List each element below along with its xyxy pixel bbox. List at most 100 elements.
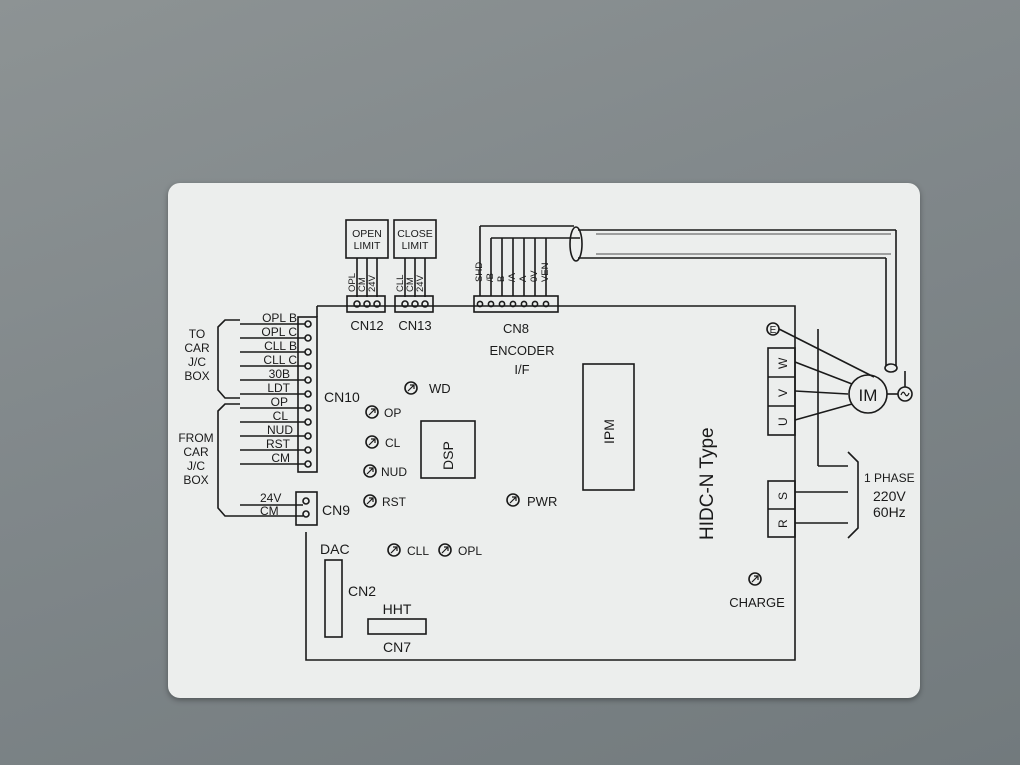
motor-label: IM: [859, 386, 878, 405]
cn8-desc-2: I/F: [514, 362, 529, 377]
cn2-label: CN2: [348, 583, 376, 599]
terminal-e-label: E: [770, 325, 777, 336]
close-limit-label-1: CLOSE: [397, 228, 433, 240]
cn8-pin-shd: SHD: [474, 262, 485, 282]
cn8-pin-a: A: [518, 275, 529, 282]
cn9-pin-24v: 24V: [260, 491, 281, 505]
board-outline: [305, 305, 796, 661]
cn10-pin-oplc: OPL C: [261, 325, 297, 339]
board-type-label: HIDC-N Type: [697, 427, 718, 540]
led-pwr: PWR: [506, 493, 557, 509]
led-cll-label: CLL: [407, 544, 429, 558]
close-limit-label-2: LIMIT: [402, 240, 429, 252]
open-limit-label-1: OPEN: [352, 228, 382, 240]
to-car-line-3: J/C: [188, 355, 206, 369]
from-car-line-1: FROM: [178, 431, 213, 445]
terminal-u-label: U: [776, 417, 790, 426]
terminal-s-label: S: [776, 492, 790, 500]
close-pin-cm: CM: [405, 277, 416, 292]
to-car-line-4: BOX: [184, 369, 209, 383]
ipm-label: IPM: [601, 419, 617, 444]
led-cll: CLL: [387, 543, 429, 558]
to-car-group: TO CAR J/C BOX: [184, 319, 240, 399]
open-limit-label-2: LIMIT: [354, 240, 381, 252]
cn10-pin-ldt: LDT: [267, 381, 290, 395]
led-wd: WD: [404, 381, 451, 396]
led-wd-label: WD: [429, 381, 451, 396]
led-op: OP: [365, 405, 401, 420]
cn9-pin-cm: CM: [260, 504, 279, 518]
cn10-pin-oplb: OPL B: [262, 311, 297, 325]
led-op-label: OP: [384, 406, 401, 420]
cn10-pin-cm: CM: [271, 451, 290, 465]
induction-motor: IM: [848, 371, 913, 414]
dsp-label: DSP: [440, 441, 456, 470]
led-opl: OPL: [438, 543, 482, 558]
power-frequency-label: 60Hz: [873, 504, 906, 520]
cn8-pin-na: /A: [507, 272, 518, 282]
cn8-label: CN8: [503, 321, 529, 336]
led-rst: RST: [363, 494, 407, 509]
from-car-line-4: BOX: [183, 473, 208, 487]
dac-label: DAC: [320, 541, 350, 557]
close-pin-cll: CLL: [395, 275, 406, 292]
led-opl-label: OPL: [458, 544, 482, 558]
terminal-r-label: R: [776, 519, 790, 528]
cn10-label: CN10: [324, 389, 360, 405]
close-pin-24v: 24V: [415, 274, 426, 292]
cn8-connector: SHD /B B /A A 0V VEN CN8 ENCODER I/F: [473, 226, 559, 377]
cn9-label: CN9: [322, 502, 350, 518]
cn10-pin-nud: NUD: [267, 423, 293, 437]
power-voltage-label: 220V: [873, 488, 906, 504]
cn8-pin-ven: VEN: [540, 262, 551, 282]
cn12-connector: CN12: [346, 295, 386, 333]
hht-label: HHT: [383, 601, 412, 617]
led-nud-label: NUD: [381, 465, 407, 479]
led-charge: CHARGE: [729, 572, 785, 610]
from-car-line-2: CAR: [183, 445, 209, 459]
cn7-label: CN7: [383, 639, 411, 655]
cn10-pin-cl: CL: [273, 409, 289, 423]
encoder-cable: [480, 225, 898, 373]
cn13-label: CN13: [398, 318, 431, 333]
from-car-group: FROM CAR J/C BOX: [178, 403, 240, 517]
open-pin-cm: CM: [357, 277, 368, 292]
led-cl-label: CL: [385, 436, 401, 450]
from-car-line-3: J/C: [187, 459, 205, 473]
hht-connector: HHT CN7: [367, 601, 427, 655]
close-limit-switch: CLOSE LIMIT CLL CM 24V: [393, 219, 437, 297]
terminal-v-label: V: [776, 389, 790, 397]
to-car-line-2: CAR: [184, 341, 210, 355]
dac-connector: DAC CN2: [320, 541, 376, 638]
cn8-pin-b: B: [496, 276, 507, 282]
cn10-pin-30b: 30B: [269, 367, 290, 381]
cn10-pin-cllc: CLL C: [263, 353, 297, 367]
led-cl: CL: [365, 435, 401, 450]
open-limit-switch: OPEN LIMIT OPL CM 24V: [345, 219, 389, 297]
cn10-pin-rst: RST: [266, 437, 291, 451]
power-phase-label: 1 PHASE: [864, 471, 915, 485]
cn8-pin-0v: 0V: [529, 270, 540, 282]
cn9-connector: 24V CM CN9: [240, 491, 350, 526]
open-pin-opl: OPL: [347, 273, 358, 292]
motor-terminals: E W V U: [766, 322, 875, 436]
terminal-w-label: W: [776, 357, 790, 369]
cn10-connector: OPL B OPL C CLL B CLL C 30B LDT OP CL NU…: [240, 311, 360, 473]
cn10-pin-op: OP: [271, 395, 288, 409]
power-terminals: S R 1 PHASE 220V 60Hz: [767, 329, 915, 539]
cn10-pin-cllb: CLL B: [264, 339, 297, 353]
led-rst-label: RST: [382, 495, 407, 509]
cn8-desc-1: ENCODER: [489, 343, 554, 358]
cn8-pin-nb: /B: [485, 273, 496, 282]
cn12-label: CN12: [350, 318, 383, 333]
led-charge-label: CHARGE: [729, 595, 785, 610]
ipm-module: IPM: [582, 363, 635, 491]
led-nud: NUD: [363, 464, 407, 479]
dsp-chip: DSP: [420, 420, 476, 479]
led-pwr-label: PWR: [527, 494, 557, 509]
to-car-line-1: TO: [189, 327, 205, 341]
cn13-connector: CN13: [394, 295, 434, 333]
open-pin-24v: 24V: [367, 274, 378, 292]
